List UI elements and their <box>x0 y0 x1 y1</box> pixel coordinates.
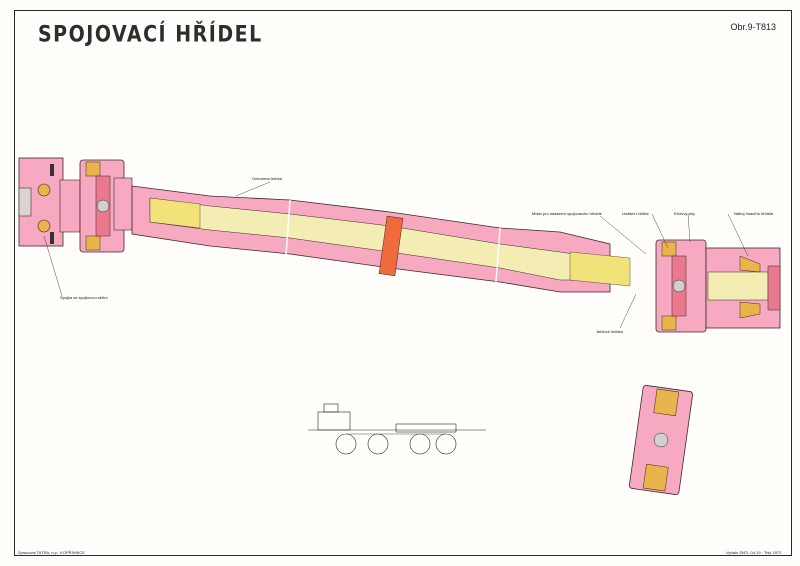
joint-detail-view <box>628 385 694 495</box>
left-flange-assembly <box>18 157 81 247</box>
label-joint-fork: Unášecí vidlice <box>622 211 649 216</box>
drawing-frame <box>14 10 792 556</box>
right-universal-joint <box>655 239 707 333</box>
label-shaft-mount: Místo pro nasazení spojovacího hřídele <box>532 211 602 216</box>
footer-right: Vydalo SNTL 04-19 · Tisk 1972 <box>726 550 782 555</box>
leader-lines <box>43 181 749 329</box>
label-output-flange: Náboj hnacího hřídele <box>734 211 774 216</box>
label-cross-pin: Křížový čep <box>674 211 695 216</box>
right-flange-assembly <box>705 247 781 329</box>
footer-left: Zpracoval TATRA, n.p., KOPŘIVNICE <box>18 550 85 555</box>
vehicle-chassis-sketch <box>308 403 486 455</box>
left-universal-joint <box>79 159 133 253</box>
page-title: SPOJOVACÍ HŘÍDEL <box>38 22 263 48</box>
main-shaft-tube <box>131 185 631 293</box>
figure-reference: Obr.9-T813 <box>730 22 776 32</box>
label-lubricating-channel: Ochranná trubka <box>252 176 282 181</box>
label-flange-joint: Spojka se spojkovou skříní <box>60 295 108 300</box>
label-needle-bearing: Jehlové ložisko <box>596 329 624 334</box>
